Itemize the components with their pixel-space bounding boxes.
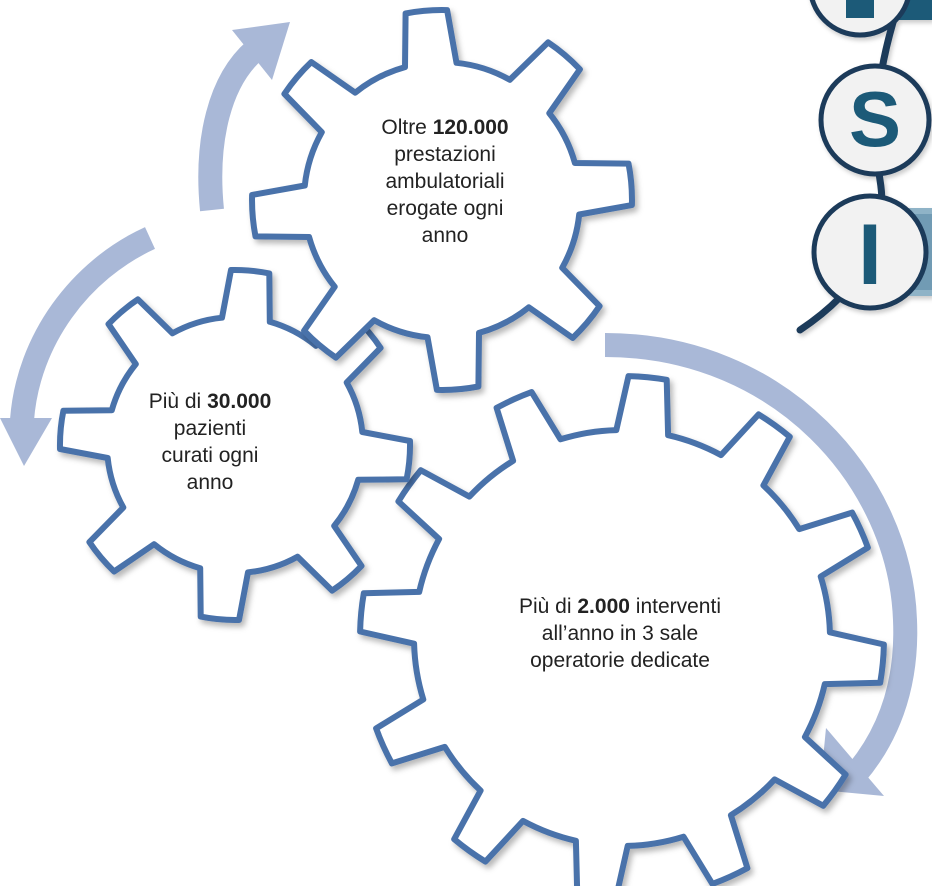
arrow-top-shaft [198, 40, 264, 212]
logo-circle-i [811, 193, 929, 311]
gear-right-shape [357, 373, 887, 886]
gear-top-prefix: Oltre [381, 116, 433, 139]
logo-letter-i: I [858, 207, 882, 303]
arrow-top-head [232, 22, 290, 80]
logo: S I [796, 0, 932, 334]
gear-top-line: ambulatoriali [385, 170, 505, 193]
arrow-left-shaft [10, 227, 156, 422]
gear-right-line: operatorie dedicate [530, 649, 710, 672]
gear-top-number: 120.000 [432, 116, 509, 139]
gear-top-line: prestazioni [394, 143, 496, 166]
gear-left-line: curati ogni [161, 444, 259, 467]
gear-left-headline: Più di 30.000 [120, 388, 300, 415]
gears [56, 7, 887, 886]
gear-left-line: pazienti [173, 417, 247, 440]
gear-left-number: 30.000 [207, 390, 272, 413]
gear-right-suffix: interventi [629, 595, 721, 618]
arrow-left-head [0, 418, 52, 466]
gear-right-headline: Più di 2.000 interventi [430, 593, 810, 620]
gear-top-line: anno [421, 224, 469, 247]
gear-top-shape [249, 7, 635, 393]
gear-left-line: anno [186, 471, 234, 494]
logo-circle-s [818, 63, 932, 177]
gear-left-shape [56, 266, 414, 624]
gear-top-line: erogate ogni [386, 197, 504, 220]
gear-left-prefix: Più di [148, 390, 208, 413]
gear-right-prefix: Più di [519, 595, 578, 618]
arrow-right-shaft [604, 333, 918, 783]
gear-right-line: all’anno in 3 sale [541, 622, 699, 645]
gear-right-number: 2.000 [577, 595, 630, 618]
logo-letter-s: S [849, 75, 901, 163]
gear-top-text: Oltre 120.000 prestazioni ambulatoriali … [330, 114, 560, 249]
gear-left-text: Più di 30.000 pazienti curati ogni anno [120, 388, 300, 496]
logo-letter-fragment [846, 0, 874, 18]
gear-top-headline: Oltre 120.000 [330, 114, 560, 141]
gear-right-text: Più di 2.000 interventi all’anno in 3 sa… [430, 593, 810, 674]
